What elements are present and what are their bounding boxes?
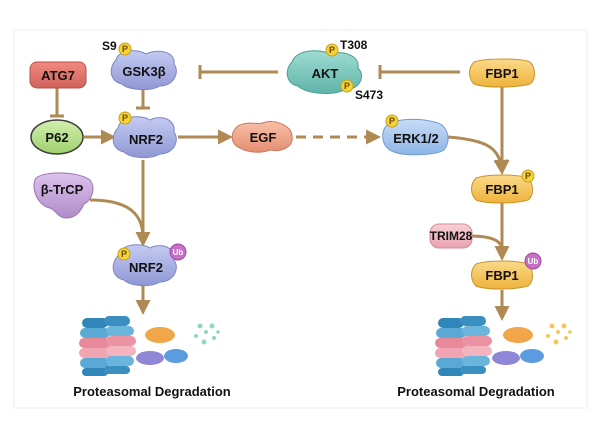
- node-gsk3b: GSK3β: [110, 50, 177, 91]
- fragments-right: [492, 323, 572, 365]
- node-fbp1-phospho: FBP1: [471, 174, 533, 204]
- svg-text:P: P: [329, 45, 335, 55]
- label-akt: AKT: [312, 66, 339, 81]
- node-fbp1-top: FBP1: [469, 58, 535, 88]
- phospho-badge-gsk3b: P: [118, 42, 132, 56]
- node-egf: EGF: [231, 121, 293, 153]
- svg-text:P: P: [122, 113, 128, 123]
- edge-trim28-to-fbp1ub: [469, 234, 504, 251]
- label-erk: ERK1/2: [393, 131, 439, 146]
- phospho-badge-akt-s473: P: [340, 79, 354, 93]
- label-s9: S9: [102, 39, 117, 53]
- phospho-badge-nrf2-ub: P: [117, 247, 131, 261]
- svg-text:P: P: [525, 171, 531, 181]
- label-atg7: ATG7: [41, 68, 75, 83]
- label-fbp1-top: FBP1: [485, 66, 518, 81]
- label-p62: P62: [45, 130, 68, 145]
- node-btrcp: β-TrCP: [33, 172, 94, 219]
- proteasome-left: [79, 316, 136, 376]
- label-egf: EGF: [250, 130, 277, 145]
- phospho-badge-nrf2: P: [118, 111, 132, 125]
- label-btrcp: β-TrCP: [41, 182, 84, 197]
- proteasome-right: [435, 316, 492, 376]
- label-fbp1-ub: FBP1: [485, 268, 518, 283]
- ubiquitin-badge-fbp1: Ub: [524, 252, 542, 270]
- caption-left: Proteasomal Degradation: [73, 384, 231, 399]
- node-erk: ERK1/2: [382, 118, 449, 156]
- svg-text:Ub: Ub: [173, 248, 184, 257]
- svg-text:P: P: [389, 116, 395, 126]
- edge-btrcp-to-nrf2ub: [89, 198, 145, 239]
- label-t308: T308: [340, 38, 368, 52]
- node-atg7: ATG7: [29, 61, 87, 89]
- label-nrf2-ub: NRF2: [129, 260, 163, 275]
- label-gsk3b: GSK3β: [122, 64, 165, 79]
- label-s473: S473: [355, 88, 383, 102]
- label-trim28: TRIM28: [430, 229, 473, 243]
- edge-erk-to-fbp1: [447, 135, 509, 175]
- ubiquitin-badge-nrf2: Ub: [169, 243, 187, 261]
- svg-text:P: P: [344, 81, 350, 91]
- svg-text:Ub: Ub: [528, 257, 539, 266]
- edges: ERK (dashed) -->: [50, 65, 510, 321]
- node-trim28: TRIM28: [429, 223, 473, 249]
- node-fbp1-ub: FBP1: [471, 260, 533, 290]
- svg-text:P: P: [121, 249, 127, 259]
- svg-text:P: P: [122, 44, 128, 54]
- label-nrf2: NRF2: [129, 132, 163, 147]
- caption-right: Proteasomal Degradation: [397, 384, 555, 399]
- phospho-badge-fbp1: P: [521, 169, 535, 183]
- fragments-left: [136, 323, 220, 365]
- node-p62: P62: [30, 119, 84, 155]
- phospho-badge-akt-t308: P: [325, 43, 339, 57]
- label-fbp1-phospho: FBP1: [485, 182, 518, 197]
- phospho-badge-erk: P: [385, 114, 399, 128]
- node-nrf2: NRF2: [112, 116, 177, 159]
- panel-border: [13, 29, 588, 409]
